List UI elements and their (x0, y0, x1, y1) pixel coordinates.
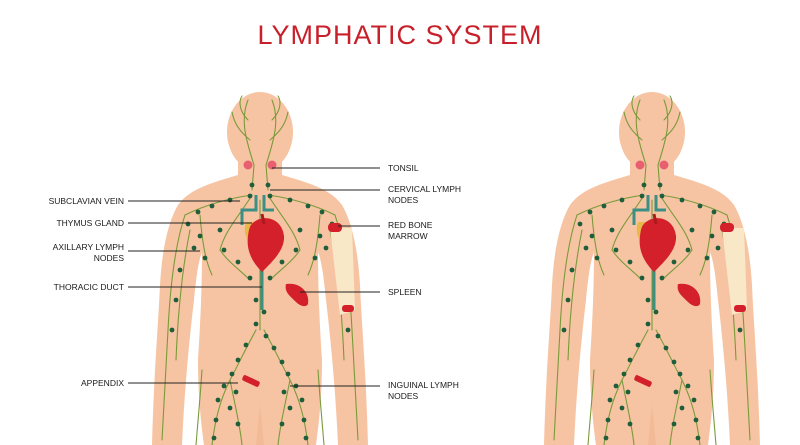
label-cervical-lymph-nodes: CERVICAL LYMPH NODES (388, 184, 462, 205)
leader-lines-left (128, 200, 262, 384)
leader-lines-right (270, 167, 380, 387)
label-inguinal-lymph-nodes: INGUINAL LYMPH NODES (388, 380, 459, 401)
figure-left (152, 92, 368, 445)
label-spleen: SPLEEN (388, 287, 422, 297)
label-axillary-lymph-nodes: AXILLARY LYMPH NODES (52, 242, 124, 263)
label-red-bone-marrow: RED BONE MARROW (388, 220, 433, 241)
label-thoracic-duct: THORACIC DUCT (53, 282, 124, 292)
diagram-title: LYMPHATIC SYSTEM (257, 20, 543, 50)
label-thymus-gland: THYMUS GLAND (56, 218, 124, 228)
figure-right (544, 92, 760, 445)
label-tonsil: TONSIL (388, 163, 419, 173)
label-subclavian-vein: SUBCLAVIAN VEIN (48, 196, 124, 206)
label-appendix: APPENDIX (81, 378, 124, 388)
